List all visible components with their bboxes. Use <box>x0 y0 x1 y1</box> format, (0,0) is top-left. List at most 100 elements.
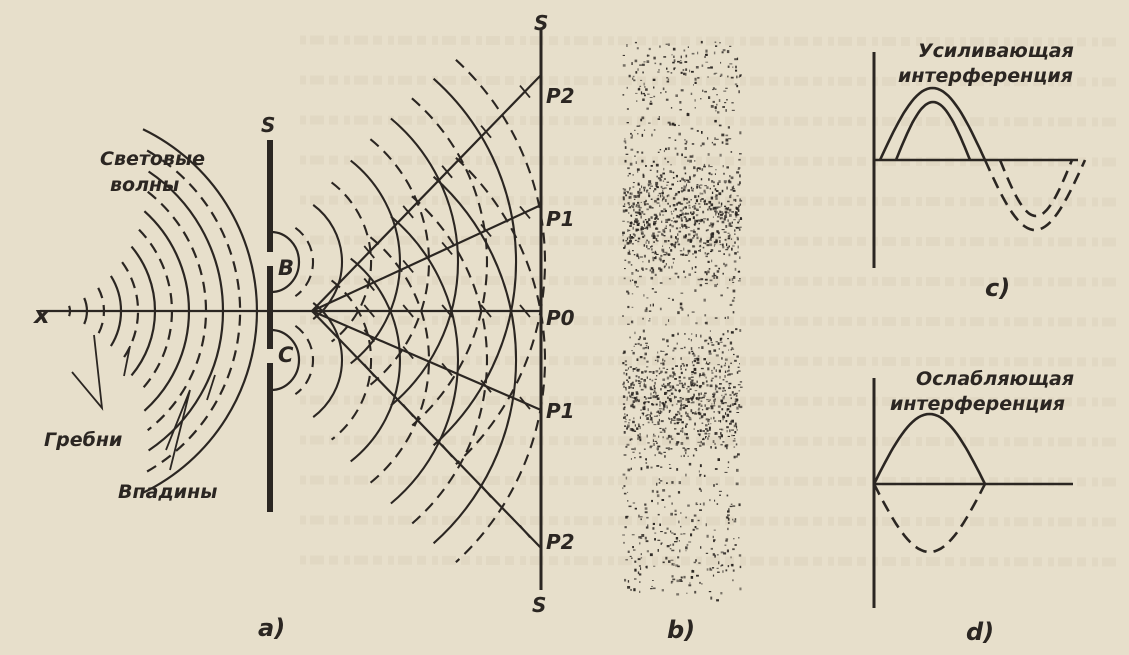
speckle <box>694 422 696 426</box>
speckle <box>698 250 700 252</box>
crests-pointer <box>71 334 104 411</box>
speckle <box>622 534 625 536</box>
caption-a: a) <box>258 614 285 642</box>
speckle <box>655 163 659 167</box>
speckle <box>653 56 656 60</box>
speckle <box>666 405 668 407</box>
speckle <box>631 306 634 308</box>
speckle <box>716 554 719 556</box>
speckle <box>628 241 632 244</box>
speckle <box>651 251 655 254</box>
speckle <box>730 503 733 505</box>
speckle <box>728 373 731 376</box>
speckle <box>645 342 648 344</box>
speckle <box>628 250 631 253</box>
speckle <box>702 372 705 375</box>
panel-b-interference-fringes: b) <box>622 40 743 644</box>
speckle <box>624 413 626 415</box>
speckle <box>623 191 626 195</box>
speckle <box>711 235 714 238</box>
speckle <box>628 229 631 232</box>
speckle <box>730 151 733 153</box>
speckle <box>671 438 674 440</box>
speckle <box>683 575 686 579</box>
speckle <box>739 386 743 388</box>
speckle <box>627 586 631 589</box>
speckle <box>677 491 681 494</box>
speckle <box>699 474 701 477</box>
speckle <box>637 170 639 173</box>
ghost-text-line <box>299 235 1121 247</box>
speckle <box>669 247 671 249</box>
speckle <box>704 55 706 58</box>
speckle <box>697 219 701 222</box>
speckle <box>727 565 730 568</box>
speckle <box>632 186 635 188</box>
speckle <box>709 384 713 388</box>
speckle <box>678 380 682 382</box>
speckle <box>693 561 696 564</box>
speckle <box>624 142 627 144</box>
speckle <box>670 249 673 252</box>
speckle <box>699 503 702 505</box>
speckle <box>685 68 688 71</box>
speckle <box>669 467 672 469</box>
speckle <box>670 530 672 533</box>
speckle <box>640 201 642 203</box>
speckle <box>700 334 702 338</box>
speckle <box>653 257 657 260</box>
speckle <box>652 78 656 81</box>
speckle <box>691 333 693 335</box>
speckle <box>739 198 741 201</box>
speckle <box>715 213 717 216</box>
speckle <box>637 192 641 195</box>
speckle <box>659 523 661 526</box>
speckle <box>710 406 714 410</box>
speckle <box>718 99 721 102</box>
speckle <box>723 395 725 398</box>
speckle <box>631 428 634 431</box>
speckle <box>699 397 703 399</box>
speckle <box>720 61 722 64</box>
point-p2-bottom: P2 <box>546 530 575 554</box>
speckle <box>661 176 663 178</box>
speckle <box>723 218 726 221</box>
slit-wave-trough <box>411 97 488 427</box>
speckle <box>623 385 625 388</box>
speckle <box>626 86 628 89</box>
speckle <box>658 435 660 438</box>
slit-b-label: B <box>278 256 294 280</box>
speckle <box>649 183 652 185</box>
speckle <box>635 367 638 369</box>
speckle <box>714 499 716 502</box>
speckle <box>713 206 717 210</box>
slit-wave-trough <box>411 195 488 525</box>
speckle <box>658 267 661 270</box>
speckle <box>636 221 639 224</box>
speckle <box>629 187 631 190</box>
speckle <box>659 410 662 413</box>
speckle <box>685 433 688 436</box>
speckle <box>723 231 727 233</box>
speckle <box>738 158 741 161</box>
speckle <box>644 227 646 229</box>
speckle <box>693 382 696 385</box>
speckle <box>679 302 683 306</box>
speckle <box>708 268 711 270</box>
speckle <box>705 424 708 427</box>
speckle <box>631 448 635 450</box>
speckle <box>733 403 736 405</box>
speckle <box>679 579 682 582</box>
speckle <box>679 399 683 403</box>
speckle <box>670 72 673 74</box>
speckle <box>710 379 713 382</box>
speckle <box>634 560 637 563</box>
speckle <box>720 202 723 206</box>
speckle <box>739 405 743 409</box>
speckle <box>688 377 691 380</box>
speckle <box>722 246 725 249</box>
speckle <box>721 51 724 54</box>
speckle <box>736 171 740 174</box>
ghost-text-line <box>299 435 1121 447</box>
